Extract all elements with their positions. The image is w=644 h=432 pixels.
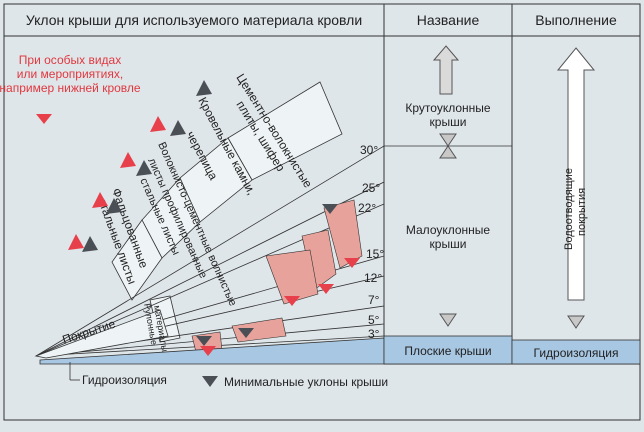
red-marker-4 [68, 234, 84, 250]
dark-marker-3 [136, 160, 152, 176]
angle-label-30: 30° [360, 143, 378, 157]
dark-marker-4 [106, 198, 122, 214]
name-column: Крутоуклонные крыши Малоуклонные крыши П… [383, 45, 513, 365]
dark-marker-1 [196, 80, 212, 96]
angle-label-22: 22° [358, 201, 376, 215]
flat-roof-label: Плоские крыши [404, 344, 491, 358]
note-marker-red [36, 114, 52, 124]
drainage-label-2: покрытия [576, 188, 588, 236]
exec-arrow-down [567, 315, 585, 329]
slope-fan: Цементно-волокнистые плиты, шифер Кровел… [34, 71, 385, 365]
boundary-hourglass [439, 133, 457, 159]
angle-label-15: 15° [366, 247, 384, 261]
legend-label: Минимальные уклоны крыши [224, 375, 388, 389]
min-marker-22 [318, 284, 334, 294]
note-line-1: При особых видах [19, 53, 121, 67]
waterproofing-cell [511, 339, 641, 365]
dark-marker-2 [170, 120, 186, 136]
pink-zone-1 [323, 199, 363, 269]
header-left: Уклон крыши для используемого материала … [26, 12, 362, 28]
dark-marker-5 [82, 236, 98, 252]
drainage-label-1: Водоотводящие [563, 168, 575, 250]
covering-wedge [34, 309, 169, 359]
bottom-waterproofing-label: Гидроизоляция [82, 373, 167, 387]
min-marker-30 [322, 204, 338, 214]
steep-arrow-up [432, 45, 460, 95]
slope-line-30 [35, 145, 385, 357]
red-marker-3 [92, 192, 108, 208]
markers [68, 80, 360, 356]
special-note: При особых видах или мероприятиях, напри… [0, 53, 141, 124]
steep-label-1: Крутоуклонные [405, 101, 491, 115]
slope-line-22 [35, 203, 385, 357]
low-arrow-down [439, 313, 457, 327]
angle-label-7: 7° [368, 293, 380, 307]
angle-label-12: 12° [364, 271, 382, 285]
red-marker-2 [120, 152, 136, 168]
execution-column: Водоотводящие покрытия Гидроизоляция [511, 47, 641, 365]
low-label-2: крыши [430, 237, 467, 251]
min-marker-7 [238, 328, 254, 338]
bottom-legend: Гидроизоляция Минимальные уклоны крыши [69, 362, 388, 389]
flat-roof-cell [383, 335, 513, 365]
pink-zone-3 [265, 249, 319, 305]
steep-label-2: крыши [430, 115, 467, 129]
red-marker-1 [150, 116, 166, 132]
header-execution: Выполнение [535, 12, 617, 28]
angle-label-5: 5° [368, 313, 380, 327]
min-marker-3 [200, 346, 216, 356]
note-line-3: например нижней кровле [0, 81, 141, 95]
note-line-2: или мероприятиях, [17, 67, 123, 81]
min-marker-15 [284, 296, 300, 306]
outer-frame [3, 3, 641, 421]
min-marker-5 [196, 336, 212, 346]
band-seamed [111, 219, 163, 301]
angle-label-3: 3° [368, 327, 380, 341]
angle-label-25: 25° [362, 181, 380, 195]
drainage-arrow-up [556, 47, 596, 301]
header-name: Название [417, 12, 480, 28]
min-marker-25 [344, 258, 360, 268]
waterproofing-label: Гидроизоляция [534, 346, 619, 360]
legend-marker [202, 376, 218, 387]
low-label-1: Малоуклонные [406, 223, 491, 237]
